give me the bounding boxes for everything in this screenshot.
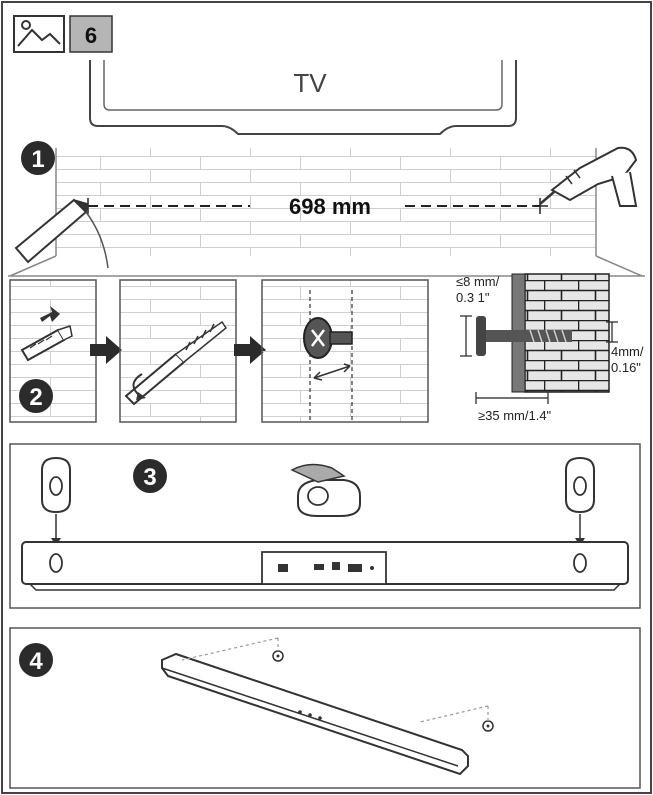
soundbar-back-view (21, 541, 629, 591)
step2-panel-screwdriver (119, 279, 237, 423)
soundbar-mounting-view (161, 652, 469, 776)
step4-badge-number: 4 (29, 648, 43, 675)
screw-length-label: ≥35 mm/1.4" (478, 408, 552, 423)
step1-wall (8, 148, 645, 277)
gap-size-inch-label: 0.16" (611, 360, 641, 375)
drill-mark-right (532, 198, 548, 214)
step2-badge-number: 2 (29, 384, 42, 411)
step1-badge (21, 141, 55, 175)
image-icon (13, 15, 65, 53)
screw-head-size-label: ≤8 mm/ (456, 274, 500, 289)
wall-bracket-left-icon (41, 456, 71, 546)
step2-panel-screw-head (261, 279, 429, 423)
mounting-screw-left-icon (181, 637, 284, 662)
page-number: 6 (85, 23, 97, 48)
arrow-right-icon (234, 336, 266, 364)
screw-dimension-detail (460, 273, 618, 404)
tv-label: TV (293, 68, 327, 98)
step1-badge-number: 1 (31, 146, 44, 173)
step3-badge-number: 3 (143, 464, 156, 491)
tv-outline (89, 60, 517, 135)
adhesive-pad-icon (290, 463, 361, 517)
step3-badge (133, 459, 167, 493)
arrow-right-icon (90, 336, 122, 364)
drill-distance-label: 698 mm (289, 194, 371, 219)
pencil-icon (14, 198, 109, 269)
mounting-screw-right-icon (419, 705, 494, 732)
step4-badge (19, 643, 53, 677)
wall-bracket-right-icon (565, 456, 595, 546)
step2-badge (19, 379, 53, 413)
page-number-box (69, 15, 113, 53)
screw-head-size-inch-label: 0.3 1" (456, 290, 490, 305)
power-drill-icon (539, 146, 638, 207)
gap-size-label: 4mm/ (611, 344, 644, 359)
